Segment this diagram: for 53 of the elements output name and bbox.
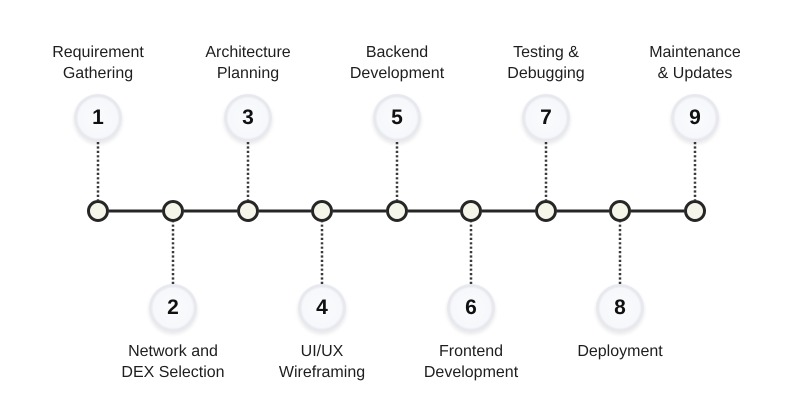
dotted-leader-line [96, 142, 100, 200]
timeline-line [557, 210, 609, 212]
timeline-dot [311, 200, 333, 222]
step-number: 3 [242, 107, 254, 129]
dotted-leader-line [694, 142, 696, 200]
timeline-line [408, 210, 460, 212]
step-label: Backend Development [348, 43, 446, 84]
dotted-leader-line [246, 142, 250, 200]
step-number: 4 [316, 297, 328, 319]
timeline-dot [237, 200, 259, 222]
timeline-dot [87, 200, 109, 222]
timeline-line [482, 210, 535, 212]
step-label: UI/UX Wireframing [278, 342, 366, 383]
step-number: 1 [92, 107, 104, 129]
timeline-dot [162, 200, 184, 222]
step-number: 8 [614, 297, 626, 319]
timeline-line [631, 210, 684, 212]
step-circle [298, 284, 346, 332]
timeline-dot [535, 200, 557, 222]
step-circle [671, 94, 719, 142]
step-circle [522, 94, 570, 142]
step-label: Frontend Development [422, 342, 520, 383]
step-label: Deployment [576, 342, 664, 362]
dotted-leader-line [320, 222, 324, 284]
dotted-leader-line [618, 222, 622, 284]
dotted-leader-line [470, 222, 472, 284]
step-label: Requirement Gathering [51, 43, 145, 84]
step-circle [447, 284, 495, 332]
step-label: Network and DEX Selection [121, 342, 225, 383]
step-label: Testing & Debugging [506, 43, 586, 84]
timeline-dot [460, 200, 482, 222]
step-circle [373, 94, 421, 142]
step-circle [596, 284, 644, 332]
dotted-leader-line [172, 222, 174, 284]
step-label: Architecture Planning [204, 43, 292, 84]
timeline-dot [684, 200, 706, 222]
dotted-leader-line [396, 142, 398, 200]
step-label: Maintenance & Updates [648, 43, 742, 84]
step-number: 2 [167, 297, 179, 319]
dotted-leader-line [544, 142, 548, 200]
step-number: 9 [689, 107, 701, 129]
step-circle [224, 94, 272, 142]
step-number: 5 [391, 107, 403, 129]
step-number: 6 [465, 297, 477, 319]
step-circle [74, 94, 122, 142]
timeline-line [259, 210, 311, 212]
timeline-line [184, 210, 237, 212]
timeline-line [333, 210, 386, 212]
timeline-dot [386, 200, 408, 222]
step-number: 7 [540, 107, 552, 129]
step-circle [149, 284, 197, 332]
timeline-line [109, 210, 162, 212]
timeline-dot [609, 200, 631, 222]
